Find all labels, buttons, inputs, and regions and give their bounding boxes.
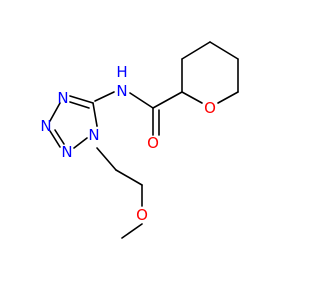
atom-n-tetrazole-1: N <box>88 126 99 144</box>
bond-n1-ch2 <box>96 147 117 171</box>
bond-c6-o <box>217 91 239 104</box>
bond-n2-n1 <box>73 137 88 149</box>
bond-c5-n4-double <box>69 101 90 109</box>
atom-o-carbonyl: O <box>147 134 159 152</box>
atom-o-ring: O <box>204 99 216 117</box>
molecule-structure: N N N N N H O O O <box>40 41 239 239</box>
atom-n-tetrazole-4: N <box>57 89 68 107</box>
atom-h: H <box>116 63 127 81</box>
bond-n4-n3 <box>49 102 61 122</box>
bond-c3-c4 <box>181 41 211 60</box>
bond-c5-nh <box>94 91 115 102</box>
atom-labels: N N N N N H O O O <box>40 63 216 224</box>
bond-o-ch3 <box>121 223 143 239</box>
bond-c4-c5 <box>209 41 239 60</box>
bond-carbonyl-c2 <box>152 91 183 109</box>
atom-n-tetrazole-2: N <box>61 143 72 161</box>
bonds <box>49 41 239 239</box>
bond-n1-c5 <box>92 102 98 127</box>
atom-nh: N <box>116 82 127 100</box>
bond-nh-carbonyl <box>129 92 154 109</box>
atom-n-tetrazole-3: N <box>40 117 51 135</box>
bond-o-c2 <box>181 91 203 104</box>
bond-n3-n2 <box>49 130 61 148</box>
bond-c5-n4 <box>69 95 94 104</box>
bond-n3-n2-double <box>54 129 65 145</box>
atom-o-methoxy: O <box>136 206 148 224</box>
bond-ch2-ch2 <box>115 169 143 186</box>
